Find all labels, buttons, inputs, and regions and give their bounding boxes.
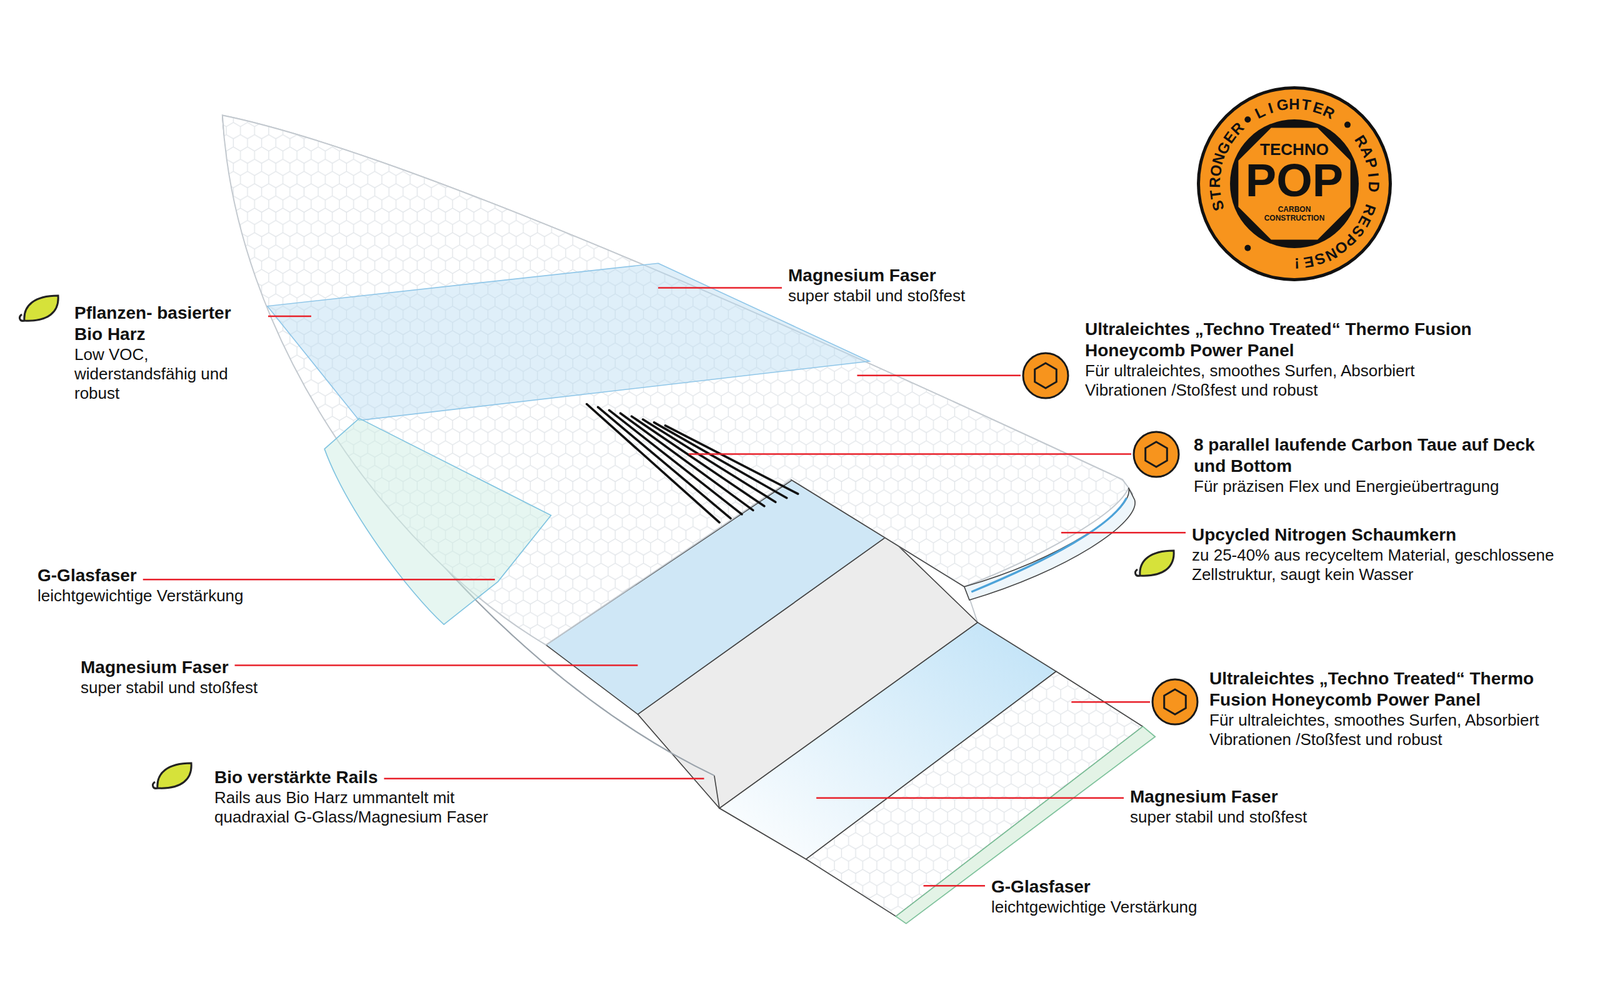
callout-text: leichtgewichtige Verstärkung [991,897,1198,917]
hex-icon [1023,353,1069,399]
callout: G-Glasfaserleichtgewichtige Verstärkung [991,876,1198,917]
ring-letter: G [1275,96,1290,114]
ring-letter: I [1365,171,1382,178]
leader-line [1061,531,1186,534]
callout-text: Für ultraleichtes, smoothes Surfen, Abso… [1085,361,1448,400]
ring-letter: T [1300,96,1312,114]
glass-sheet [324,418,551,625]
ring-letter: H [1288,96,1300,112]
callout: G-Glasfaserleichtgewichtige Verstärkung [37,565,244,606]
callout-text: super stabil und stoßfest [788,286,965,306]
deck-honeycomb [222,115,1129,645]
hex-icon [1152,679,1198,725]
callout: Pflanzen- basierter Bio HarzLow VOC, wid… [74,302,262,404]
callout-heading: Ultraleichtes „Techno Treated“ Thermo Fu… [1209,668,1585,711]
leader-line [143,578,495,581]
leader-line [816,796,1124,799]
badge-text: TECHNO [1194,140,1395,159]
ring-letter: R [1207,176,1223,189]
callout-text: super stabil und stoßfest [80,678,258,698]
leaf-icon [153,763,192,789]
leader-line [856,375,1021,377]
callout-heading: Magnesium Faser [80,656,229,679]
callout: Magnesium Fasersuper stabil und stoßfest [788,265,965,306]
deck-cut-edge [790,479,965,587]
leader-line [383,777,704,780]
ring-letter: L [1252,103,1268,122]
callout-heading: Pflanzen- basierter Bio Harz [74,302,262,345]
callout-text: leichtgewichtige Verstärkung [37,586,244,606]
leaf-icon [20,295,59,321]
leader-lines [143,287,1186,886]
callout-text: Für präzisen Flex und Energieübertragung [1193,476,1500,497]
callout: Bio verstärkte RailsRails aus Bio Harz u… [214,766,509,827]
leader-line [923,885,985,887]
callout-text: Low VOC, widerstandsfähig und robust [74,345,237,404]
ring-letter: E [1302,253,1315,270]
callout-text: Für ultraleichtes, smoothes Surfen, Abso… [1209,710,1572,750]
rail-edge [714,775,720,809]
top-magnesium-sheet [267,263,870,420]
badge-dot [1244,116,1251,123]
callout: Magnesium Fasersuper stabil und stoßfest [80,656,258,698]
ring-letter: ! [1294,255,1300,271]
badge-seal: STRONGERLIGHTERRAPID RESPONSE!TECHNOPOPC… [1194,83,1395,284]
callout-heading: Magnesium Faser [788,265,937,287]
ring-letter: I [1266,100,1275,116]
callout: Upcycled Nitrogen Schaumkernzu 25-40% au… [1191,524,1561,585]
carbon-strings [586,404,799,523]
callout-heading: 8 parallel laufende Carbon Taue auf Deck… [1193,434,1569,477]
callout-heading: Magnesium Faser [1130,786,1279,808]
callout: Ultraleichtes „Techno Treated“ Thermo Fu… [1209,668,1585,750]
leaf-icon [1135,550,1175,576]
callout-heading: G-Glasfaser [37,565,137,587]
ring-letter: T [1207,188,1224,200]
callout: Ultraleichtes „Techno Treated“ Thermo Fu… [1085,318,1535,400]
callout-text: zu 25-40% aus recyceltem Material, gesch… [1191,545,1561,585]
bottom-glass-layer [895,726,1155,924]
badge-dot [1344,121,1351,129]
badge-text: POP [1194,157,1395,204]
callout-heading: Upcycled Nitrogen Schaumkern [1191,524,1457,546]
callout-heading: Bio verstärkte Rails [214,766,378,789]
leader-line [268,315,312,318]
callout-heading: G-Glasfaser [991,876,1091,898]
hex-icon [1133,431,1179,477]
ring-letter: S [1209,198,1227,213]
badge-dot [1244,245,1251,252]
leader-line [688,453,1132,455]
callout-text: Rails aus Bio Harz ummantelt mit quadrax… [214,788,509,827]
callout: 8 parallel laufende Carbon Taue auf Deck… [1193,434,1569,497]
foam-cross-section [964,487,1135,600]
leader-line [658,286,782,289]
callout-heading: Ultraleichtes „Techno Treated“ Thermo Fu… [1085,318,1535,362]
leader-line [1071,701,1150,704]
callout-text: super stabil und stoßfest [1130,807,1307,827]
callout: Magnesium Fasersuper stabil und stoßfest [1130,786,1307,827]
foam-core-line [971,498,1127,592]
leader-line [235,664,639,667]
ring-letter [1364,195,1380,202]
badge-text: CARBON CONSTRUCTION [1260,205,1329,223]
ring-letter: D [1366,181,1382,193]
